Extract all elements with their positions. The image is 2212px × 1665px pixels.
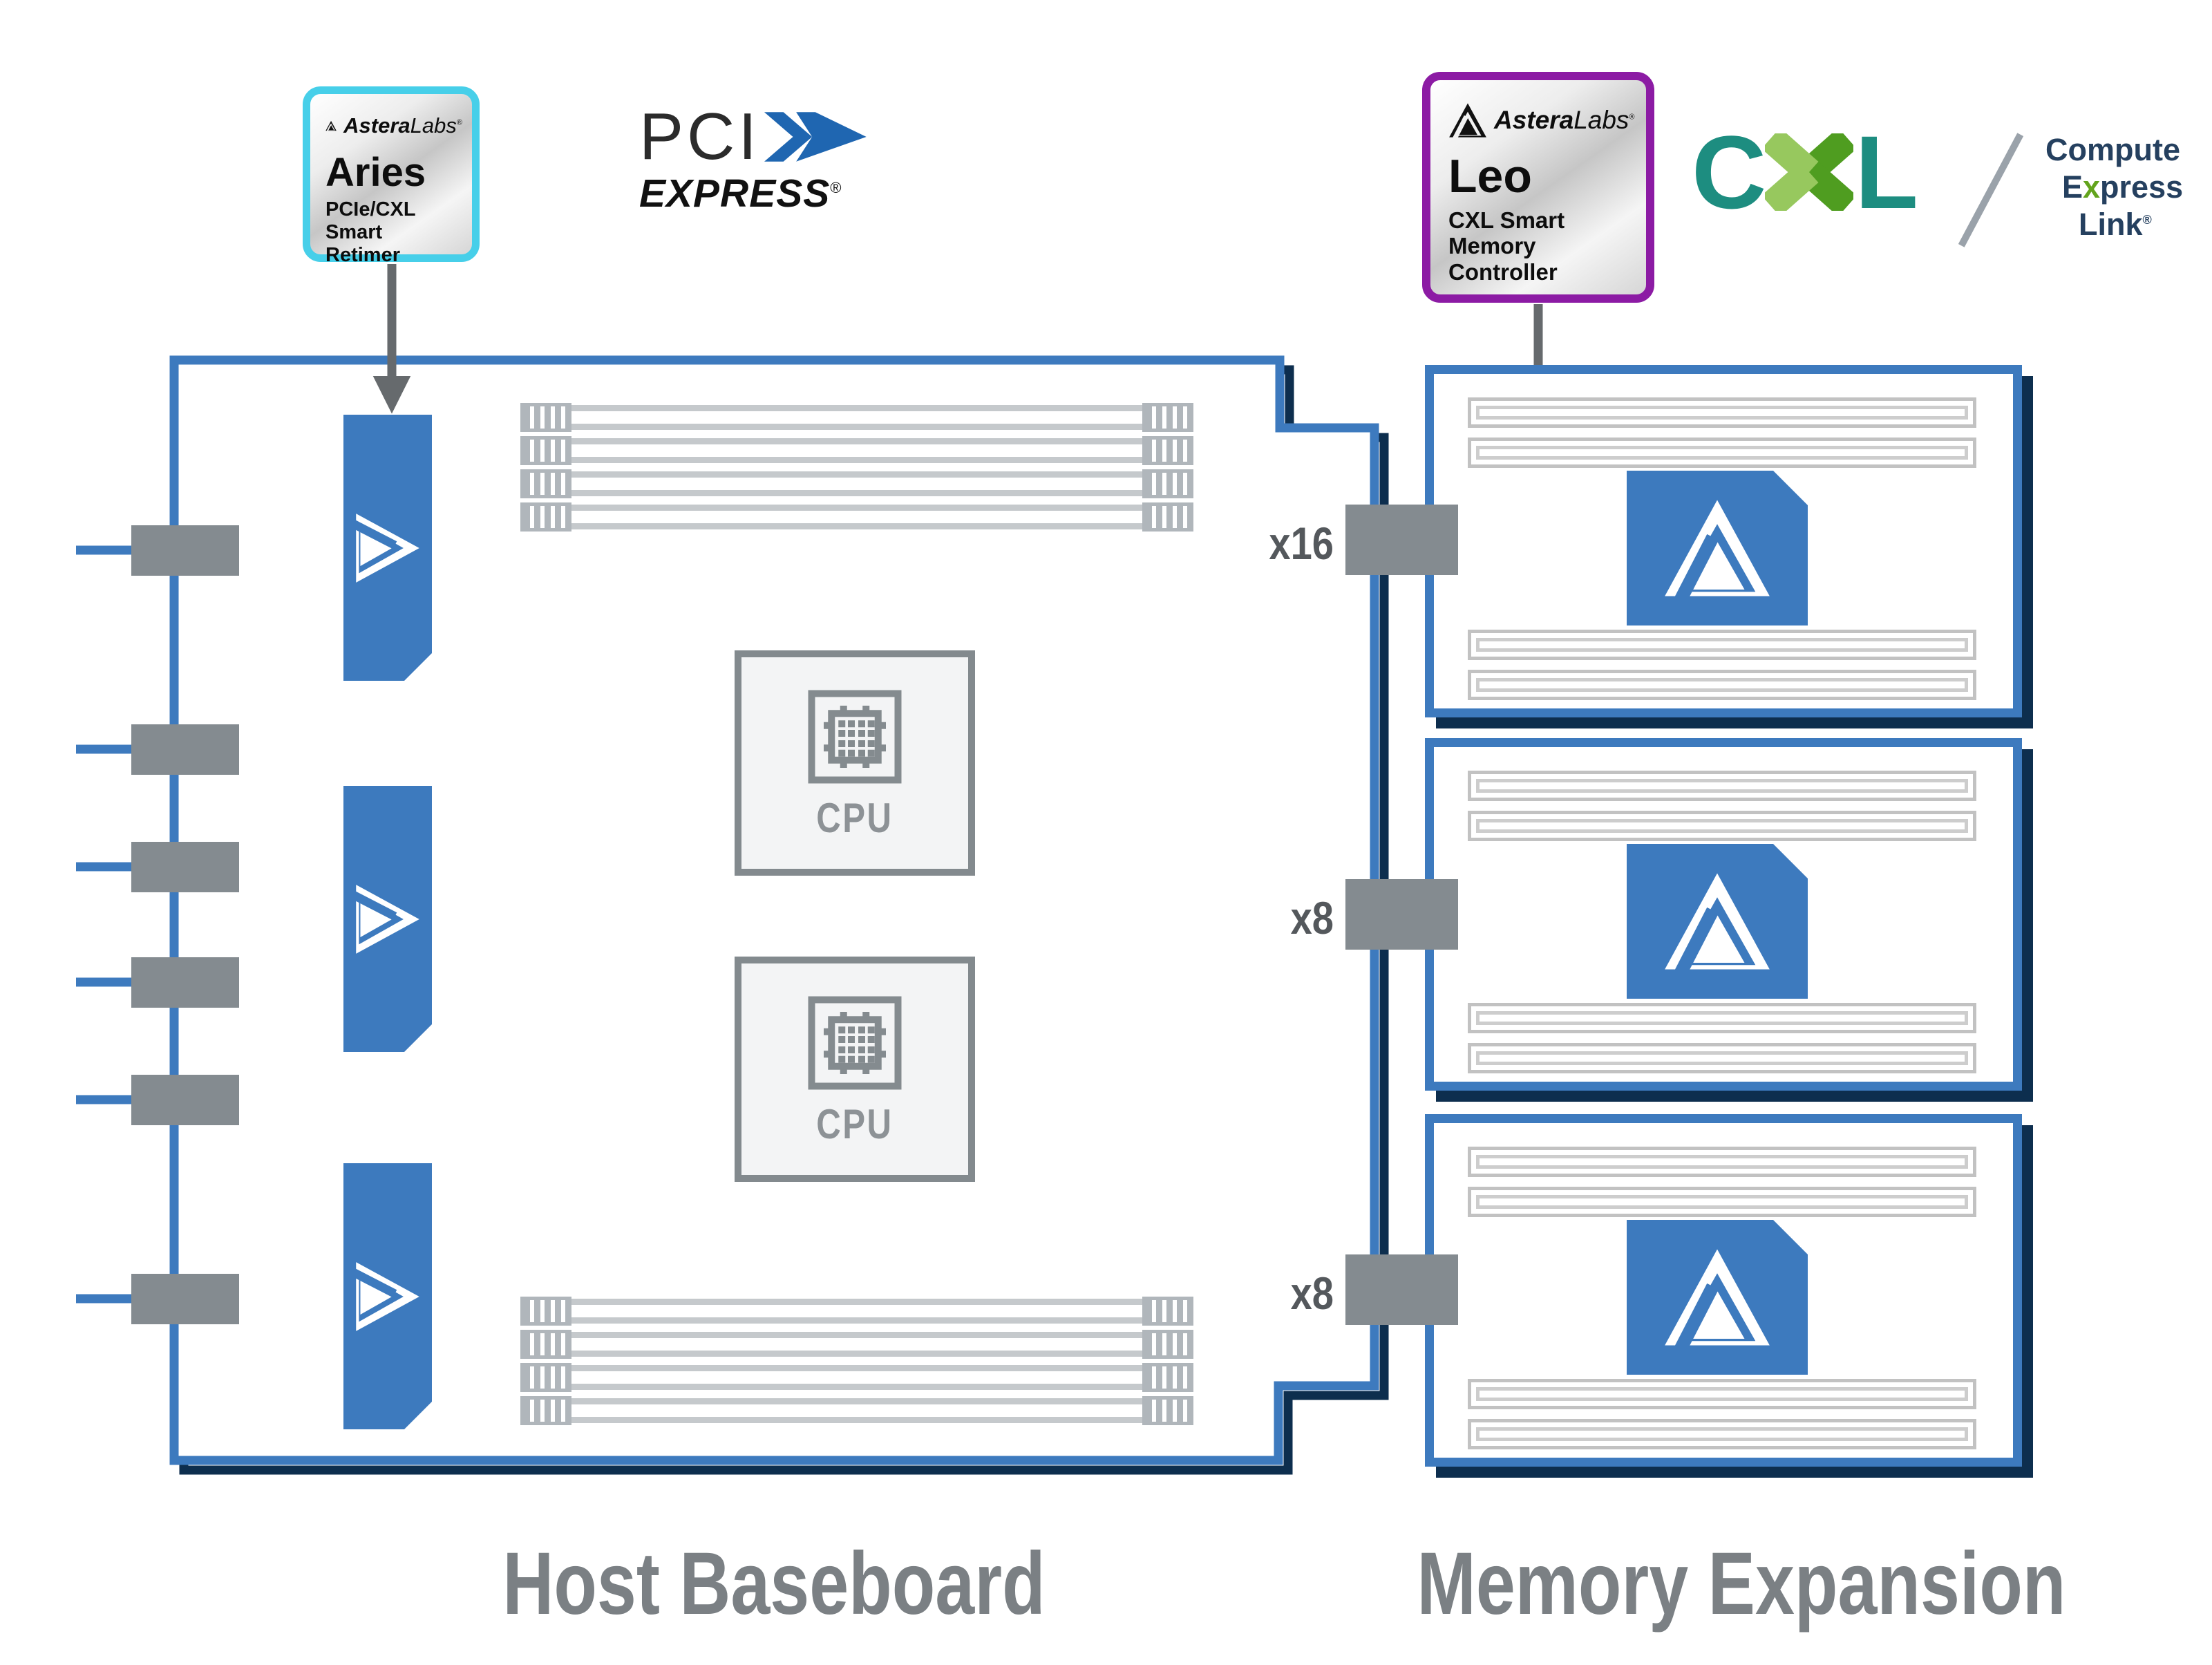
astera-logo-icon: [1663, 871, 1772, 972]
memory-dimm-slot: [1468, 1379, 1976, 1409]
dimm-slot: [520, 1396, 1193, 1425]
memory-dimm-slot: [1468, 811, 1976, 841]
memory-dimm-slot: [1468, 771, 1976, 801]
memory-dimm-slot: [1468, 1043, 1976, 1073]
aries-product-name: Aries: [325, 150, 426, 195]
edge-connector: [131, 724, 239, 775]
dimm-slot: [520, 502, 1193, 532]
cpu-chip-icon: [808, 690, 902, 783]
memory-dimm-slot: [1468, 1419, 1976, 1449]
cxl-wordmark: Compute Express Link®: [2045, 132, 2184, 242]
astera-labs-wordmark: AsteraLabs®: [343, 113, 462, 138]
cxl-x-icon: [1765, 133, 1854, 211]
memory-dimm-slot: [1468, 670, 1976, 700]
edge-stub-lines: [76, 545, 135, 1304]
leo-product-name: Leo: [1448, 150, 1532, 203]
cpu-label: CPU: [816, 794, 894, 841]
link-label-x16: x16: [1269, 518, 1334, 569]
leo-product-desc: CXL Smart Memory Controller: [1448, 207, 1565, 285]
aries-badge: AsteraLabs® Aries PCIe/CXL Smart Retimer: [303, 86, 480, 266]
astera-logo-icon: [355, 883, 421, 955]
dimm-slot: [520, 436, 1193, 465]
memory-expansion-box-1: [1425, 365, 2022, 717]
memory-controller-chip: [1627, 844, 1808, 999]
cxl-logo: C L Compute Express Link®: [1692, 114, 2183, 261]
retimer-chip: [343, 1163, 432, 1429]
memory-expansion-label: Memory Expansion: [1417, 1534, 2066, 1633]
edge-connector: [131, 957, 239, 1008]
astera-labs-wordmark: AsteraLabs®: [1494, 106, 1635, 134]
cxl-letter-l: L: [1855, 114, 1918, 230]
retimer-chip: [343, 786, 432, 1052]
memory-dimm-slot: [1468, 1187, 1976, 1217]
host-baseboard-label: Host Baseboard: [502, 1534, 1046, 1633]
retimer-chip: [343, 415, 432, 681]
astera-logo-icon: [1663, 498, 1772, 599]
link-label-x8-mid: x8: [1290, 892, 1334, 943]
cxl-link-connector-x8-bottom: [1345, 1254, 1458, 1325]
aries-product-desc: PCIe/CXL Smart Retimer: [325, 198, 416, 266]
cxl-link-connector-x8-mid: [1345, 879, 1458, 950]
memory-controller-chip: [1627, 1220, 1808, 1375]
cpu-chip-icon: [808, 996, 902, 1089]
edge-connector: [131, 525, 239, 576]
cxl-slash: [1958, 133, 2024, 247]
memory-dimm-slot: [1468, 438, 1976, 468]
pcie-express-wordmark: EXPRESS®: [639, 171, 842, 216]
memory-dimm-slot: [1468, 1147, 1976, 1177]
cpu-socket-2: CPU: [735, 957, 975, 1182]
pcie-arrow-icon: [764, 112, 867, 162]
host-board-shadow: [179, 365, 1389, 1475]
memory-dimm-slot: [1468, 1003, 1976, 1033]
astera-logo-icon: [325, 120, 337, 132]
cpu-socket-1: CPU: [735, 650, 975, 876]
astera-logo-icon: [1449, 103, 1486, 138]
astera-logo-icon: [355, 512, 421, 584]
dimm-slot: [520, 469, 1193, 498]
memory-controller-chip: [1627, 471, 1808, 625]
link-label-x8-bottom: x8: [1290, 1268, 1334, 1319]
leo-badge: AsteraLabs® Leo CXL Smart Memory Control…: [1422, 72, 1654, 303]
memory-dimm-slot: [1468, 397, 1976, 428]
pcie-wordmark: PCI: [639, 100, 761, 173]
dimm-slot: [520, 1330, 1193, 1359]
astera-logo-icon: [1663, 1247, 1772, 1348]
edge-connector: [131, 842, 239, 892]
edge-connector: [131, 1274, 239, 1324]
cpu-label: CPU: [816, 1100, 894, 1147]
memory-dimm-slot: [1468, 630, 1976, 660]
pcie-logo: PCI EXPRESS®: [639, 104, 902, 214]
edge-connector: [131, 1075, 239, 1125]
dimm-slot: [520, 1363, 1193, 1392]
memory-expansion-box-2: [1425, 738, 2022, 1091]
cxl-letter-c: C: [1692, 114, 1766, 230]
dimm-slot: [520, 1297, 1193, 1326]
astera-logo-icon: [355, 1261, 421, 1333]
dimm-slot: [520, 403, 1193, 432]
cxl-link-connector-x16: [1345, 505, 1458, 575]
host-board-outline: [169, 355, 1379, 1465]
memory-expansion-box-3: [1425, 1114, 2022, 1467]
